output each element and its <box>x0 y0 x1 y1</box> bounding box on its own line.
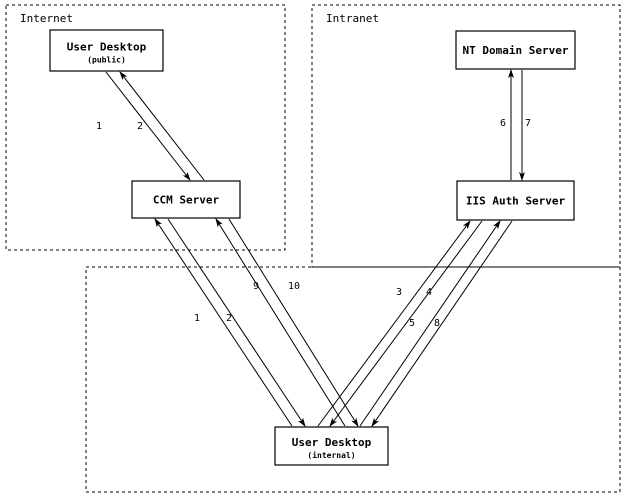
edge-label-1-internal: 1 <box>194 313 200 324</box>
node-nt-domain-server: NT Domain Server <box>455 30 576 70</box>
edge-label-2-public: 2 <box>137 121 143 132</box>
node-title-iis-auth-server: IIS Auth Server <box>466 195 566 208</box>
flow-arrow-flow-1-public-to-ccm <box>105 71 191 181</box>
node-subtitle-user-desktop-internal: (internal) <box>307 450 355 460</box>
node-box-iis-auth-server <box>456 180 575 221</box>
edge-label-7: 7 <box>525 118 531 129</box>
node-box-user-desktop-internal <box>274 426 389 466</box>
flow-arrow-flow-4-iis-to-internal <box>329 220 483 427</box>
node-user-desktop-public: User Desktop(public) <box>49 29 164 72</box>
edge-label-10: 10 <box>288 281 300 292</box>
node-subtitle-user-desktop-public: (public) <box>87 55 126 65</box>
node-title-user-desktop-public: User Desktop <box>67 41 147 54</box>
node-title-nt-domain-server: NT Domain Server <box>463 44 569 57</box>
flow-arrow-flow-2-ccm-to-public <box>119 71 205 181</box>
zone-boundary-internal-lan <box>85 266 621 493</box>
node-user-desktop-internal: User Desktop(internal) <box>274 426 389 466</box>
edge-label-5: 5 <box>409 318 415 329</box>
edge-label-8: 8 <box>434 318 440 329</box>
edge-label-3: 3 <box>396 287 402 298</box>
edge-label-1-public: 1 <box>96 121 102 132</box>
node-box-ccm-server <box>131 180 241 219</box>
flows-layer <box>105 69 525 427</box>
flow-arrow-flow-10-ccm-to-internal <box>228 218 359 427</box>
node-ccm-server: CCM Server <box>131 180 241 219</box>
node-box-user-desktop-public <box>49 29 164 72</box>
node-title-user-desktop-internal: User Desktop <box>292 436 372 449</box>
flow-arrow-flow-2-ccm-to-internal <box>167 218 306 427</box>
zone-label-internet: Internet <box>20 12 73 25</box>
node-title-ccm-server: CCM Server <box>153 194 220 207</box>
flow-arrow-flow-9-internal-to-ccm <box>215 218 346 427</box>
edge-label-4: 4 <box>426 287 432 298</box>
edge-label-6: 6 <box>500 118 506 129</box>
flow-arrow-flow-1-internal-to-ccm <box>154 218 293 427</box>
zones-layer: Internet Intranet <box>5 4 621 493</box>
zone-boundary-intranet <box>311 4 621 268</box>
node-box-nt-domain-server <box>455 30 576 70</box>
zone-label-intranet: Intranet <box>326 12 379 25</box>
zone-boundary-internet <box>5 4 286 251</box>
flow-arrow-flow-8-iis-to-internal <box>371 220 513 427</box>
edge-label-9: 9 <box>253 281 259 292</box>
edge-label-2-internal: 2 <box>226 313 232 324</box>
edge-labels-layer: 1 2 6 7 9 10 1 2 3 4 5 8 <box>96 118 531 329</box>
flow-arrow-flow-3-internal-to-iis <box>317 220 471 427</box>
node-iis-auth-server: IIS Auth Server <box>456 180 575 221</box>
flow-arrow-flow-5-internal-to-iis <box>359 220 501 427</box>
